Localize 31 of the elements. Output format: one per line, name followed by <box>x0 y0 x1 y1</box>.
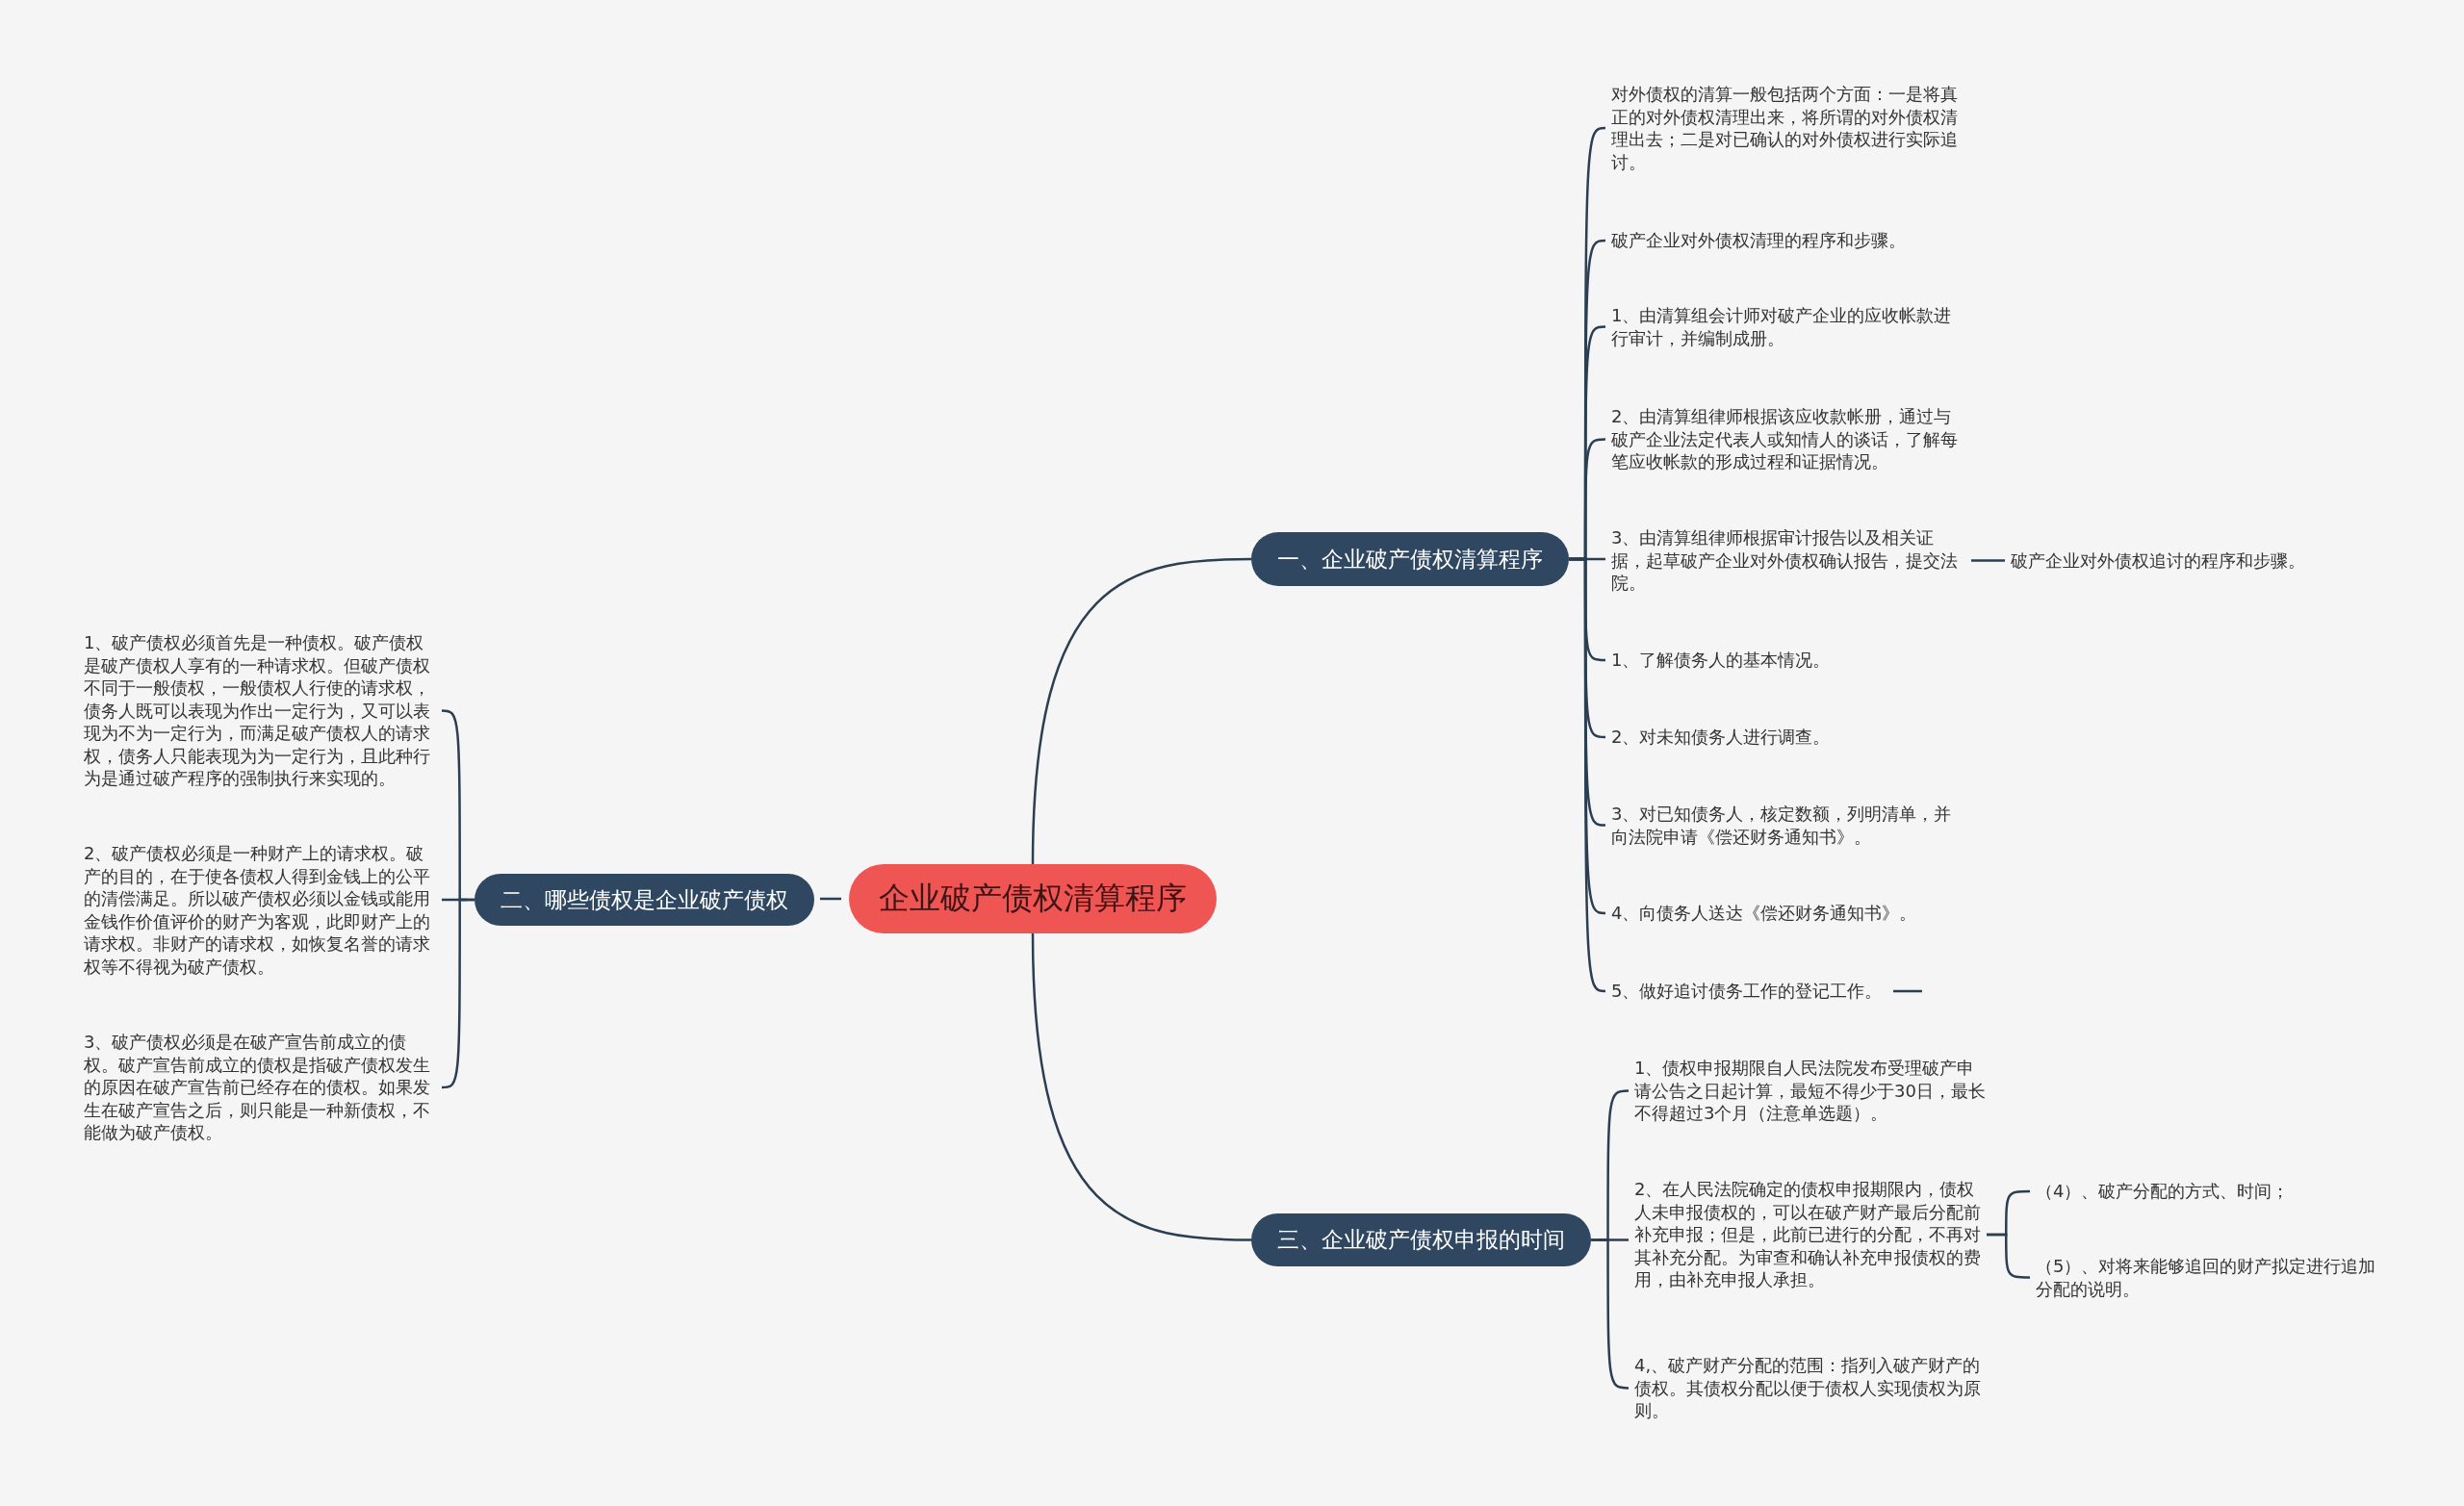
connector-line <box>1893 989 1922 993</box>
branch-topic: 三、企业破产债权申报的时间 <box>1251 1213 1591 1266</box>
topic-text: 2、由清算组律师根据该应收款帐册，通过与破产企业法定代表人或知情人的谈话，了解每笔应收帐款的形成过程和证据情况。 <box>1611 405 1964 473</box>
topic-text: 破产企业对外债权清理的程序和步骤。 <box>1611 229 1906 252</box>
topic-text: 1、了解债务人的基本情况。 <box>1611 649 1831 672</box>
branch-topic: 二、哪些债权是企业破产债权 <box>475 874 814 926</box>
topic-text: （4）、破产分配的方式、时间； <box>2036 1180 2290 1203</box>
connector-line <box>1031 557 1252 865</box>
connector-line <box>441 898 475 1089</box>
topic-text: 5、做好追讨债务工作的登记工作。 <box>1611 980 1883 1003</box>
topic-text: 破产企业对外债权追讨的程序和步骤。 <box>2011 549 2305 573</box>
central-topic: 企业破产债权清算程序 <box>849 864 1217 933</box>
connector-line <box>1987 1233 2030 1279</box>
topic-text: 4、向债务人送达《偿还财务通知书》。 <box>1611 902 1917 925</box>
topic-text: 1、债权申报期限自人民法院发布受理破产申请公告之日起计算，最短不得少于30日，最长不得超过3个月（注意单选题）。 <box>1634 1057 1987 1125</box>
topic-text: 2、在人民法院确定的债权申报期限内，债权人未申报债权的，可以在破产财产最后分配前补充申报；但是，此前已进行的分配，不再对其补充分配。为审查和确认补充申报债权的费用，由补充申报人承担。 <box>1634 1178 1987 1291</box>
connector-line <box>1971 559 2005 562</box>
topic-text: 2、破产债权必须是一种财产上的请求权。破产的目的，在于使各债权人得到金钱上的公平的清偿满足。所以破产债权必须以金钱或能用金钱作价值评价的财产为客观，此即财产上的请求权。非财产的请求权，如恢复名誉的请求权等不得视为破产债权。 <box>84 842 436 978</box>
topic-text: 1、破产债权必须首先是一种债权。破产债权是破产债权人享有的一种请求权。但破产债权不同于一般债权，一般债权人行使的请求权，债务人既可以表现为作出一定行为，又可以表现为不为一定行为，而满足破产债权人的请求权，债务人只能表现为为一定行为，且此种行为是通过破产程序的强制执行来实现的。 <box>84 631 436 790</box>
topic-text: （5）、对将来能够追回的财产拟定进行追加分配的说明。 <box>2036 1255 2388 1300</box>
topic-text: 2、对未知债务人进行调查。 <box>1611 726 1831 749</box>
topic-text: 3、破产债权必须是在破产宣告前成立的债权。破产宣告前成立的债权是指破产债权发生的原因在破产宣告前已经存在的债权。如果发生在破产宣告之后，则只能是一种新债权，不能做为破产债权。 <box>84 1031 436 1144</box>
topic-text: 1、由清算组会计师对破产企业的应收帐款进行审计，并编制成册。 <box>1611 304 1964 349</box>
connector-line <box>820 897 841 901</box>
connector-line <box>1569 557 1606 993</box>
topic-text: 对外债权的清算一般包括两个方面：一是将真正的对外债权清理出来，将所谓的对外债权清理出去；二是对已确认的对外债权进行实际追讨。 <box>1611 83 1964 173</box>
topic-text: 3、对已知债务人，核定数额，列明清单，并向法院申请《偿还财务通知书》。 <box>1611 803 1964 848</box>
connector-line <box>1031 932 1252 1241</box>
branch-topic: 一、企业破产债权清算程序 <box>1251 532 1569 586</box>
topic-text: 3、由清算组律师根据审计报告以及相关证据，起草破产企业对外债权确认报告，提交法院。 <box>1611 526 1964 595</box>
topic-text: 4,、破产财产分配的范围：指列入破产财产的债权。其债权分配以便于债权人实现债权为原则。 <box>1634 1354 1987 1422</box>
